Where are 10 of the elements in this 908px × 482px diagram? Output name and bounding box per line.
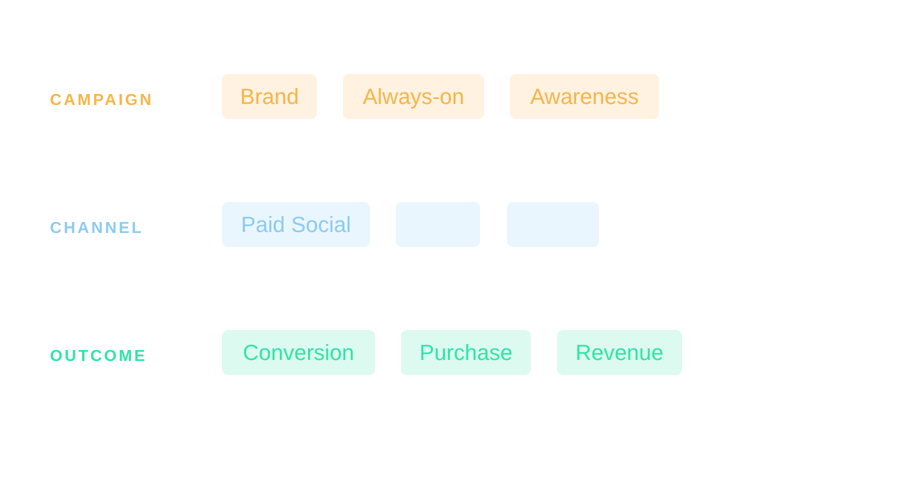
category-tag: Revenue [557, 330, 682, 375]
category-tag: Brand [222, 74, 317, 119]
category-tag: Conversion [222, 330, 375, 375]
category-tag: Always-on [343, 74, 484, 119]
category-tag: Purchase [401, 330, 531, 375]
category-tag: Awareness [510, 74, 659, 119]
row-label: CAMPAIGN [50, 91, 154, 111]
row-label: CHANNEL [50, 219, 144, 239]
category-tag: Paid Social [222, 202, 370, 247]
row-label: OUTCOME [50, 347, 148, 367]
